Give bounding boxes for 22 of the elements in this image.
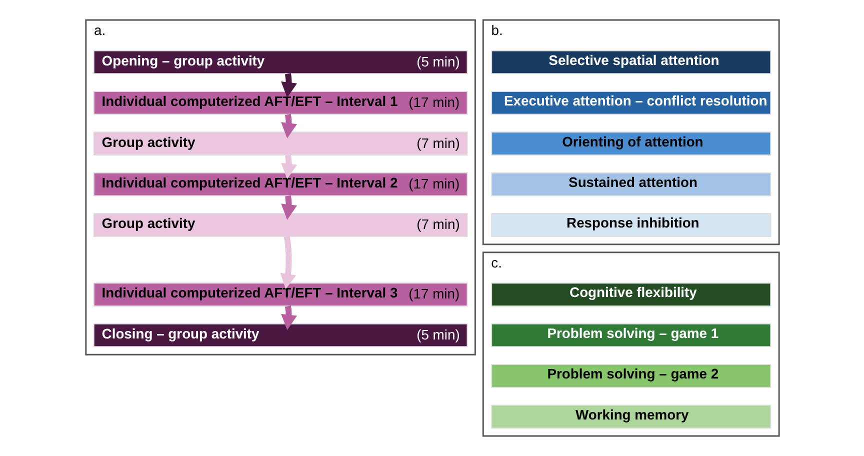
node-box: Executive attention – conflict resolution	[490, 90, 771, 115]
node-box: Individual computerized AFT/EFT – Interval 1 (17 min)	[92, 90, 468, 115]
node-box: Selective spatial attention	[490, 50, 771, 74]
node-box: Orienting of attention	[490, 132, 771, 156]
arrow	[280, 114, 297, 138]
node-box: Cognitive flexibility	[490, 282, 771, 306]
node-box: Opening – group activity (5 min)	[92, 50, 468, 74]
node-box: Individual computerized AFT/EFT – Interval 3 (17 min)	[92, 282, 468, 306]
node-box: Closing – group activity (5 min)	[92, 323, 468, 348]
node-box: Working memory	[490, 404, 771, 429]
arrow	[280, 236, 296, 290]
node-box: Sustained attention	[490, 172, 771, 196]
node-box: Group activity (7 min)	[92, 213, 468, 237]
arrow	[280, 195, 297, 220]
arrow	[280, 73, 297, 98]
arrow	[280, 154, 297, 180]
node-box: Problem solving – game 2	[490, 364, 771, 388]
node-box: Individual computerized AFT/EFT – Interval 2 (17 min)	[92, 172, 468, 196]
node-box: Response inhibition	[490, 213, 771, 237]
node-box: Group activity (7 min)	[92, 132, 468, 156]
arrow	[280, 306, 297, 330]
node-box: Problem solving – game 1	[490, 323, 771, 348]
